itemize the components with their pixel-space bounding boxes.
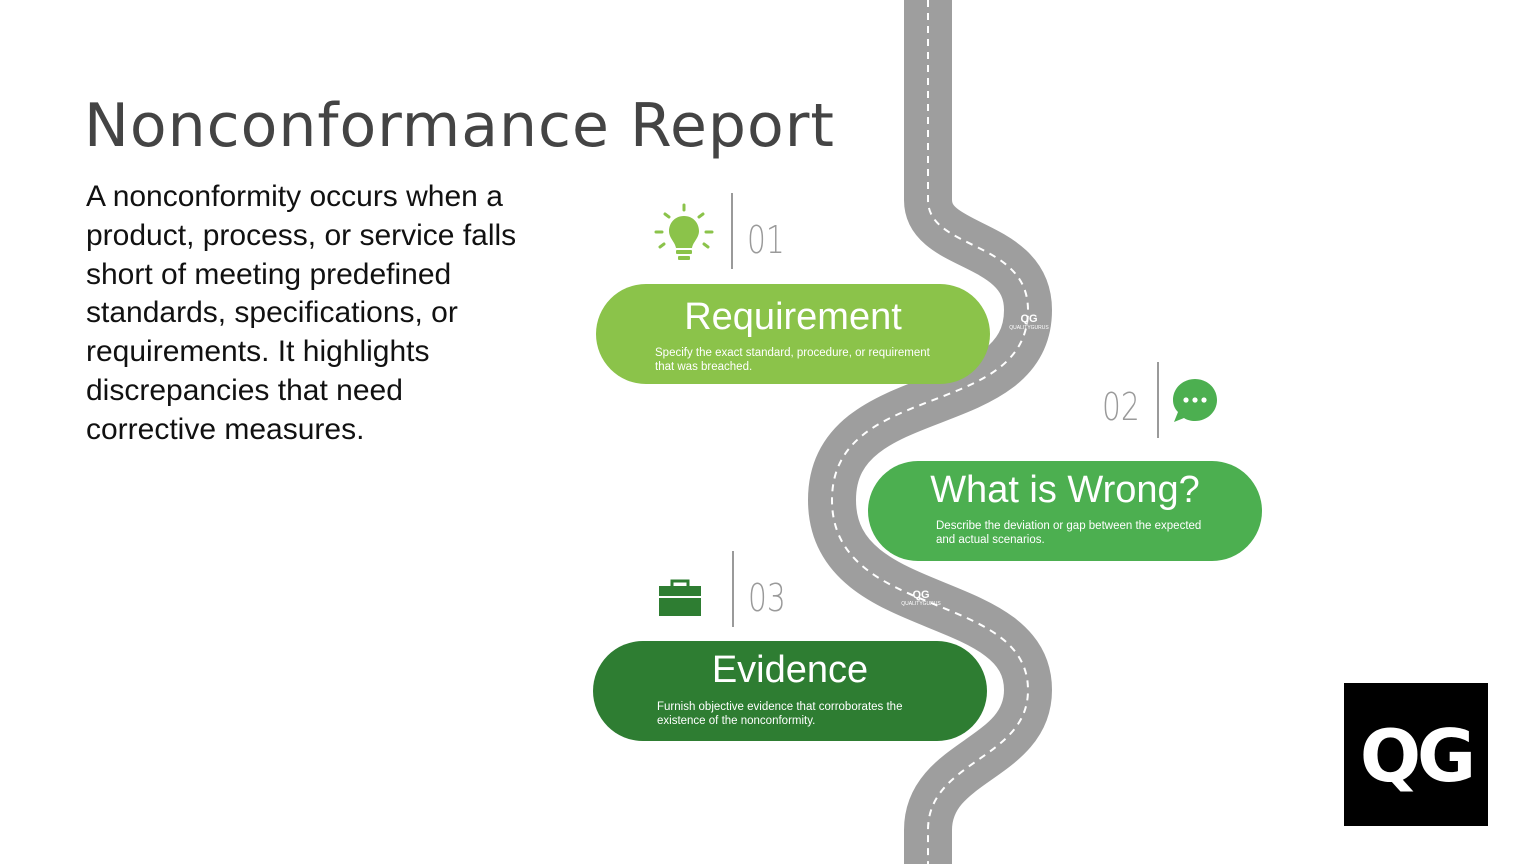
- step-number: 02: [1102, 385, 1140, 429]
- briefcase-icon: [657, 578, 703, 618]
- road-watermark-1: QG QUALITYGURUS: [1004, 313, 1054, 332]
- step-number: 03: [748, 576, 786, 620]
- step-title: Requirement: [684, 296, 902, 338]
- step-card-evidence: Evidence Furnish objective evidence that…: [593, 641, 987, 741]
- chat-bubble-icon: [1172, 378, 1218, 424]
- road-watermark-text: QUALITYGURUS: [901, 601, 941, 607]
- quality-gurus-logo: QG: [1344, 683, 1488, 826]
- step-description: Describe the deviation or gap between th…: [936, 520, 1202, 546]
- step-number: 01: [747, 218, 785, 262]
- road-watermark-text: QUALITYGURUS: [1009, 325, 1049, 331]
- logo-letters: QG: [1360, 714, 1472, 798]
- page-title: Nonconformance Report: [84, 91, 835, 161]
- step-card-what-is-wrong: What is Wrong? Describe the deviation or…: [868, 461, 1262, 561]
- road-center-dashes: [830, 0, 1030, 864]
- road-watermark-2: QG QUALITYGURUS: [894, 589, 948, 608]
- road-watermark-letters: QG: [912, 589, 930, 601]
- step-title: Evidence: [711, 649, 869, 691]
- step-divider: [731, 193, 733, 269]
- step-description: Specify the exact standard, procedure, o…: [655, 347, 930, 373]
- step-divider: [1157, 362, 1159, 438]
- step-title: What is Wrong?: [930, 469, 1200, 511]
- step-card-requirement: Requirement Specify the exact standard, …: [596, 284, 990, 384]
- lightbulb-icon: [652, 203, 716, 265]
- step-description: Furnish objective evidence that corrobor…: [657, 701, 903, 727]
- intro-paragraph: A nonconformity occurs when a product, p…: [86, 180, 517, 446]
- step-divider: [732, 551, 734, 627]
- road-watermark-letters: QG: [1020, 313, 1038, 325]
